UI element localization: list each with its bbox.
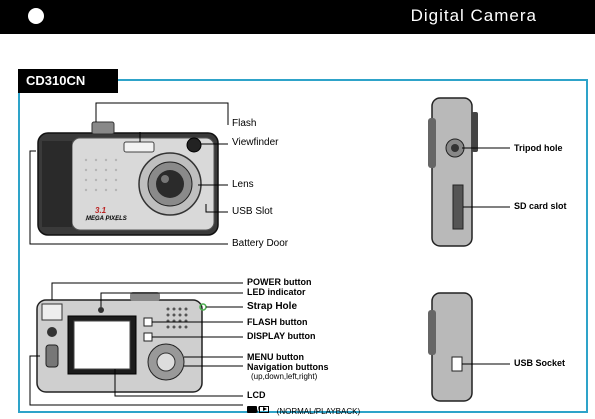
- flash-label: Flash: [232, 118, 256, 129]
- megapixel-number: 3.1: [95, 206, 106, 215]
- usb-socket-label: USB Socket: [514, 358, 565, 368]
- mode-switch-label-group: / (NORMAL/PLAYBACK): [247, 401, 360, 419]
- strap-hole-label: Strap Hole: [247, 301, 297, 312]
- side-camera-top-illustration: [428, 98, 510, 246]
- megapixel-text: MEGA PIXELS: [86, 216, 127, 222]
- power-button-label: POWER button: [247, 277, 312, 287]
- camera-icon: [247, 406, 257, 413]
- navigation-buttons-label: Navigation buttons: [247, 362, 329, 372]
- lcd-label: LCD: [247, 390, 266, 400]
- display-button-label: DISPLAY button: [247, 331, 316, 341]
- side-camera-bottom-illustration: [428, 293, 510, 401]
- sd-card-slot-label: SD card slot: [514, 201, 567, 211]
- front-camera-illustration: [30, 103, 228, 244]
- tripod-hole-label: Tripod hole: [514, 143, 563, 153]
- usb-slot-label: USB Slot: [232, 206, 273, 217]
- navigation-buttons-sublabel: (up,down,left,right): [251, 372, 317, 381]
- flash-button-label: FLASH button: [247, 317, 307, 327]
- viewfinder-label: Viewfinder: [232, 137, 279, 148]
- lens-label: Lens: [232, 179, 254, 190]
- mode-switch-label: (NORMAL/PLAYBACK): [277, 407, 360, 416]
- playback-icon: [259, 406, 269, 413]
- menu-button-label: MENU button: [247, 352, 304, 362]
- led-indicator-label: LED indicator: [247, 287, 306, 297]
- battery-door-label: Battery Door: [232, 238, 288, 249]
- back-camera-illustration: [30, 283, 243, 405]
